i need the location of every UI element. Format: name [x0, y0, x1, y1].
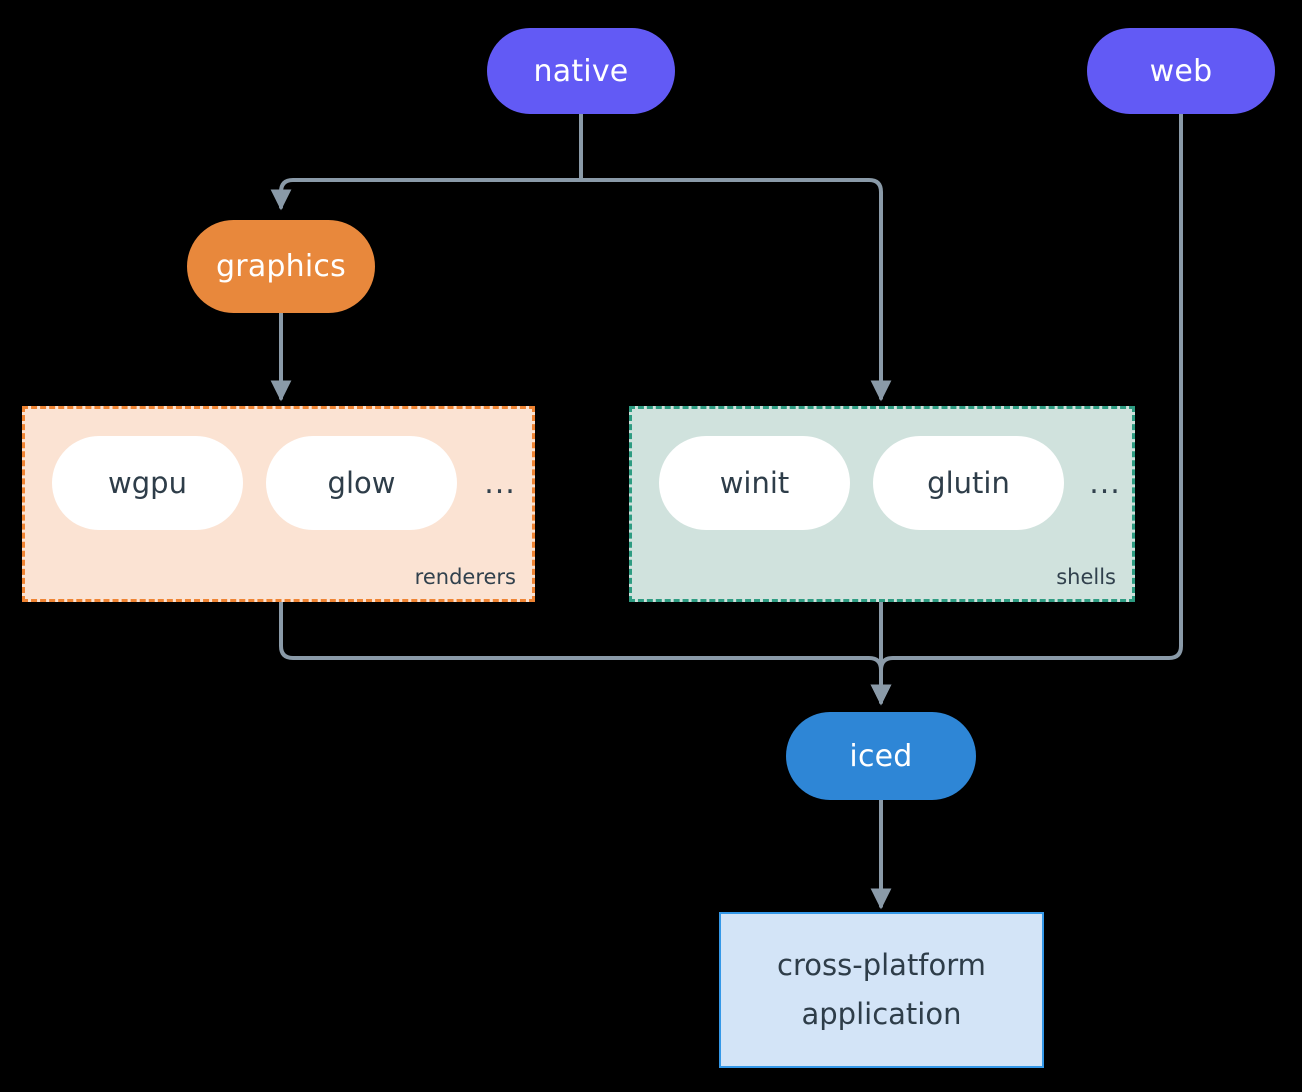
chip-glow[interactable]: glow [266, 436, 457, 530]
chip-glutin-label: glutin [927, 466, 1010, 500]
chip-winit[interactable]: winit [659, 436, 850, 530]
shells-more-label: ... [1089, 465, 1121, 501]
chip-winit-label: winit [719, 466, 790, 500]
node-native-label: native [533, 53, 629, 89]
node-web-label: web [1149, 53, 1213, 89]
node-iced[interactable]: iced [786, 712, 976, 800]
renderers-more-ellipsis: ... [475, 436, 525, 530]
chip-glow-label: glow [327, 466, 396, 500]
shells-more-ellipsis: ... [1080, 436, 1130, 530]
application-text: cross-platform application [777, 941, 986, 1040]
chip-wgpu[interactable]: wgpu [52, 436, 243, 530]
group-shells-label: shells [1056, 565, 1116, 589]
edge-native-shells [579, 178, 892, 402]
application-line-1: cross-platform [777, 947, 986, 982]
node-native[interactable]: native [487, 28, 675, 114]
node-web[interactable]: web [1087, 28, 1275, 114]
chip-wgpu-label: wgpu [108, 466, 187, 500]
node-application[interactable]: cross-platform application [719, 912, 1044, 1068]
application-line-2: application [801, 997, 962, 1031]
edge-renderers-iced [279, 600, 892, 706]
group-shells: winit glutin ... shells [629, 406, 1135, 602]
node-graphics-label: graphics [216, 249, 346, 284]
renderers-more-label: ... [484, 465, 516, 501]
chip-glutin[interactable]: glutin [873, 436, 1064, 530]
edge-native-graphics [270, 178, 583, 211]
group-renderers: wgpu glow ... renderers [22, 406, 535, 602]
group-renderers-label: renderers [414, 565, 516, 589]
node-iced-label: iced [849, 738, 913, 774]
node-graphics[interactable]: graphics [187, 220, 375, 313]
